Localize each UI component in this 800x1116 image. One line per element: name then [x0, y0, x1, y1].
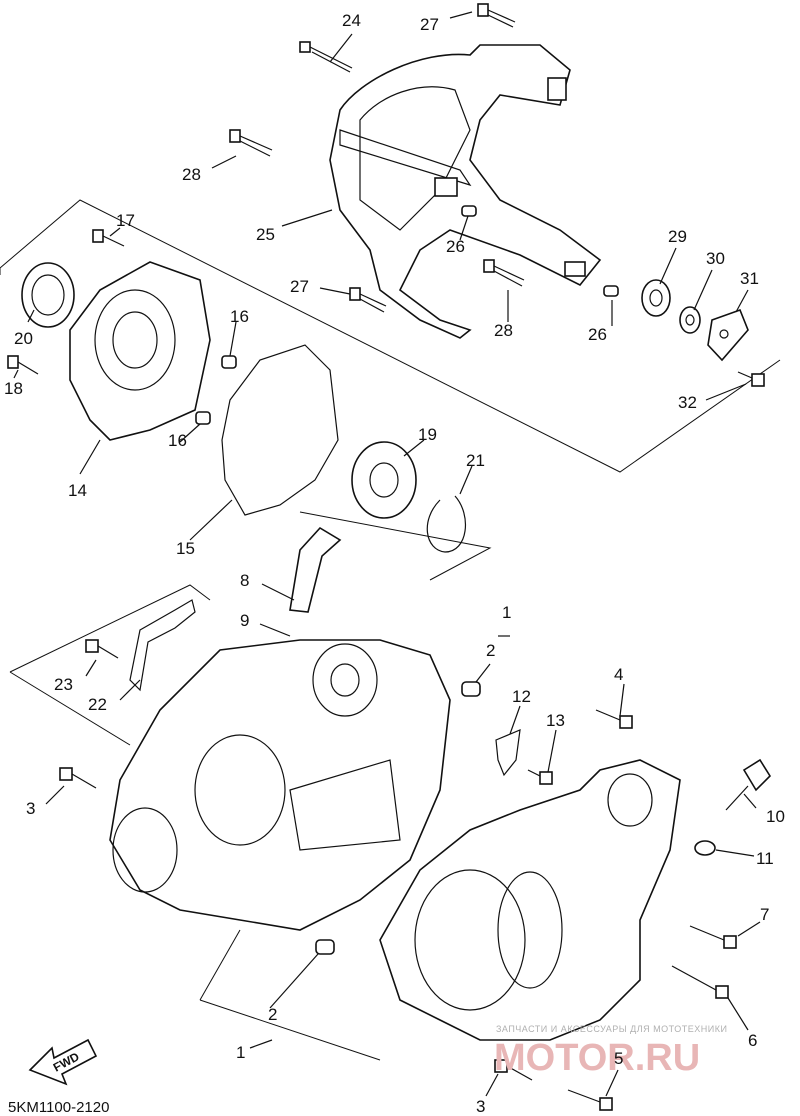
part-label: 13	[546, 711, 565, 730]
part-label: 32	[678, 393, 697, 412]
bolt-7	[689, 925, 737, 949]
bearing-19	[351, 441, 417, 519]
dipstick-10	[725, 758, 772, 811]
part-label: 29	[668, 227, 687, 246]
bolt-13	[527, 769, 553, 785]
part-label: 15	[176, 539, 195, 558]
part-label: 19	[418, 425, 437, 444]
part-label: 21	[466, 451, 485, 470]
part-label: 28	[182, 165, 201, 184]
part-label: 10	[766, 807, 785, 826]
dowel-2-top	[461, 681, 481, 697]
part-label: 2	[486, 641, 495, 660]
oil-seal-20	[21, 262, 75, 328]
part-label: 5	[614, 1049, 623, 1068]
part-label: 16	[230, 307, 249, 326]
bolt-4	[595, 709, 633, 729]
stay-22	[129, 599, 196, 692]
bolt-28-right	[483, 259, 525, 287]
bolt-23	[85, 639, 119, 659]
fwd-arrow: FWD	[28, 1038, 98, 1086]
seal-30	[679, 306, 701, 334]
part-label: 17	[116, 211, 135, 230]
gasket-15	[221, 344, 339, 516]
bolt-3-left	[59, 767, 97, 789]
part-label: 27	[420, 15, 439, 34]
watermark-logo: MOTOR.RU	[494, 1037, 700, 1079]
part-label: 6	[748, 1031, 757, 1050]
part-label: 14	[68, 481, 87, 500]
bolt-28-left	[229, 129, 273, 157]
bolt-17	[92, 229, 125, 247]
part-label: 4	[614, 665, 623, 684]
part-label: 20	[14, 329, 33, 348]
part-label: 7	[760, 905, 769, 924]
crankcase-right	[379, 759, 681, 1041]
o-ring-11	[694, 840, 716, 856]
circlip-21	[426, 495, 467, 553]
bearing-29	[641, 279, 671, 317]
part-label: 3	[476, 1097, 485, 1116]
part-label: 25	[256, 225, 275, 244]
bolt-5	[567, 1089, 613, 1111]
bolt-27-mid	[349, 287, 387, 313]
plate-12	[495, 729, 521, 777]
section-frames	[0, 199, 781, 1061]
part-label: 8	[240, 571, 249, 590]
part-label: 28	[494, 321, 513, 340]
dowel-2-bottom	[315, 939, 335, 955]
bolt-27-top	[477, 3, 516, 28]
guard-cover	[329, 44, 602, 339]
part-labels: 24 27 28 25 26 28 26 29 30 31 32 27 17 1…	[4, 11, 785, 1116]
bolt-32	[737, 371, 765, 387]
cover-14	[69, 261, 211, 441]
part-label: 27	[290, 277, 309, 296]
part-label: 26	[446, 237, 465, 256]
part-label: 30	[706, 249, 725, 268]
part-label: 23	[54, 675, 73, 694]
part-label: 1	[236, 1043, 245, 1062]
part-label: 26	[588, 325, 607, 344]
diagram-code: 5KM1100-2120	[8, 1099, 109, 1116]
crankcase-left	[109, 639, 451, 931]
plate-31	[707, 308, 749, 362]
part-label: 1	[502, 603, 511, 622]
collar-26	[461, 205, 619, 297]
part-label: 16	[168, 431, 187, 450]
part-label: 3	[26, 799, 35, 818]
bolt-24	[299, 41, 353, 73]
part-label: 11	[756, 849, 774, 868]
part-label: 31	[740, 269, 759, 288]
part-label: 9	[240, 611, 249, 630]
watermark: ЗАПЧАСТИ И АКСЕССУАРЫ ДЛЯ МОТОТЕХНИКИ MO…	[494, 1024, 727, 1079]
part-label: 22	[88, 695, 107, 714]
part-label: 24	[342, 11, 361, 30]
watermark-tagline: ЗАПЧАСТИ И АКСЕССУАРЫ ДЛЯ МОТОТЕХНИКИ	[496, 1024, 727, 1034]
dowel-16	[195, 355, 237, 425]
bolt-18	[7, 355, 39, 375]
part-label: 18	[4, 379, 23, 398]
leader-lines	[13, 11, 761, 1097]
bolt-6	[671, 965, 729, 999]
bolt-3-right	[494, 1059, 533, 1081]
part-label: 12	[512, 687, 531, 706]
part-label: 2	[268, 1005, 277, 1024]
breather-hose-8	[289, 526, 342, 613]
